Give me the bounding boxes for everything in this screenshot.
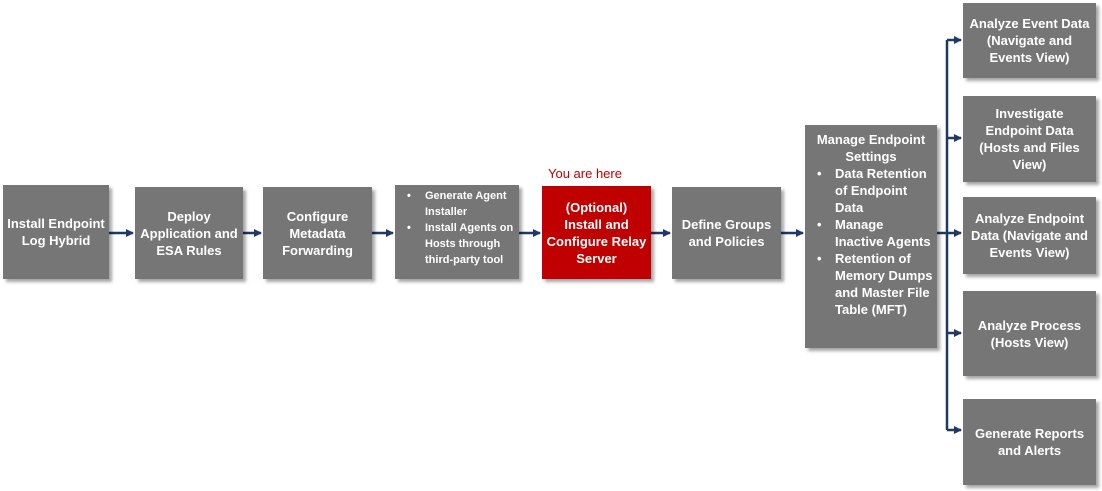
outcome-label: Analyze Event Data (Navigate and Events … — [969, 16, 1090, 65]
outcome-analyze-event-data: Analyze Event Data (Navigate and Events … — [963, 3, 1096, 78]
step-label: Install Endpoint Log Hybrid — [7, 216, 105, 248]
outcome-label: Analyze Process (Hosts View) — [977, 317, 1082, 350]
step-bullet-list: Generate Agent Installer Install Agents … — [399, 188, 515, 268]
bullet-item: Manage Inactive Agents — [809, 216, 933, 250]
outcome-analyze-endpoint-data: Analyze Endpoint Data (Navigate and Even… — [963, 197, 1096, 274]
outcome-label: Generate Reports and Alerts — [974, 426, 1085, 458]
step-install-endpoint-log-hybrid: Install Endpoint Log Hybrid — [3, 185, 109, 279]
step-deploy-rules: Deploy Application and ESA Rules — [135, 187, 243, 279]
bullet-item: Retention of Memory Dumps and Master Fil… — [809, 250, 933, 318]
you-are-here-label: You are here — [548, 166, 622, 181]
step-label: Define Groups and Policies — [681, 217, 772, 249]
outcome-analyze-process: Analyze Process (Hosts View) — [963, 291, 1096, 376]
outcome-label: Investigate Endpoint Data (Hosts and Fil… — [979, 106, 1080, 172]
step-title: Manage Endpoint Settings — [816, 132, 926, 164]
outcome-label: Analyze Endpoint Data (Navigate and Even… — [970, 211, 1089, 260]
bullet-item: Generate Agent Installer — [399, 188, 515, 220]
outcome-investigate-endpoint-data: Investigate Endpoint Data (Hosts and Fil… — [963, 96, 1096, 182]
step-relay-server: (Optional) Install and Configure Relay S… — [542, 186, 651, 279]
step-label: Configure Metadata Forwarding — [282, 208, 353, 258]
outcome-generate-reports: Generate Reports and Alerts — [963, 399, 1096, 485]
step-configure-metadata-forwarding: Configure Metadata Forwarding — [263, 187, 372, 279]
step-define-groups-policies: Define Groups and Policies — [672, 187, 781, 279]
step-manage-endpoint-settings: Manage Endpoint Settings Data Retention … — [805, 125, 937, 348]
step-agent-installation: Generate Agent Installer Install Agents … — [395, 185, 519, 279]
bullet-item: Data Retention of Endpoint Data — [809, 165, 933, 216]
step-label: Deploy Application and ESA Rules — [140, 208, 238, 258]
bullet-item: Install Agents on Hosts through third-pa… — [399, 220, 515, 268]
step-label: (Optional) Install and Configure Relay S… — [546, 199, 647, 266]
step-bullet-list: Data Retention of Endpoint Data Manage I… — [809, 165, 933, 318]
